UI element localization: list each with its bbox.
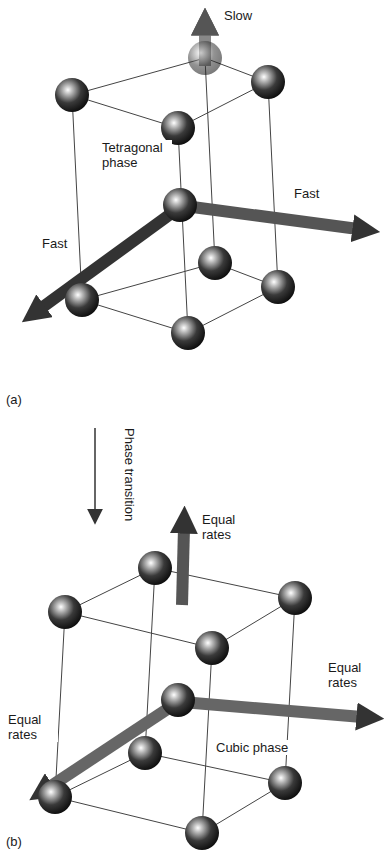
atoms	[38, 551, 312, 850]
panel-label: (b)	[4, 834, 24, 849]
diffusion-arrows	[48, 528, 362, 788]
direction-label: Equal rates	[6, 712, 58, 742]
panel-label: (a)	[4, 392, 24, 407]
cell-edges	[72, 58, 278, 333]
transition-arrow	[94, 428, 96, 512]
direction-label: Fast	[292, 186, 321, 201]
atoms	[55, 65, 295, 350]
transition-label: Phase transition	[122, 426, 137, 523]
direction-label: Slow	[222, 8, 254, 23]
diffusion-arrows	[40, 30, 358, 309]
phase-label: Cubic phase	[214, 740, 290, 755]
direction-label: Fast	[40, 236, 69, 251]
cell-edges	[55, 568, 295, 833]
direction-label: Equal rates	[200, 512, 248, 542]
direction-label: Equal rates	[326, 660, 378, 690]
phase-label: Tetragonal phase	[100, 140, 172, 170]
atom	[188, 41, 222, 75]
